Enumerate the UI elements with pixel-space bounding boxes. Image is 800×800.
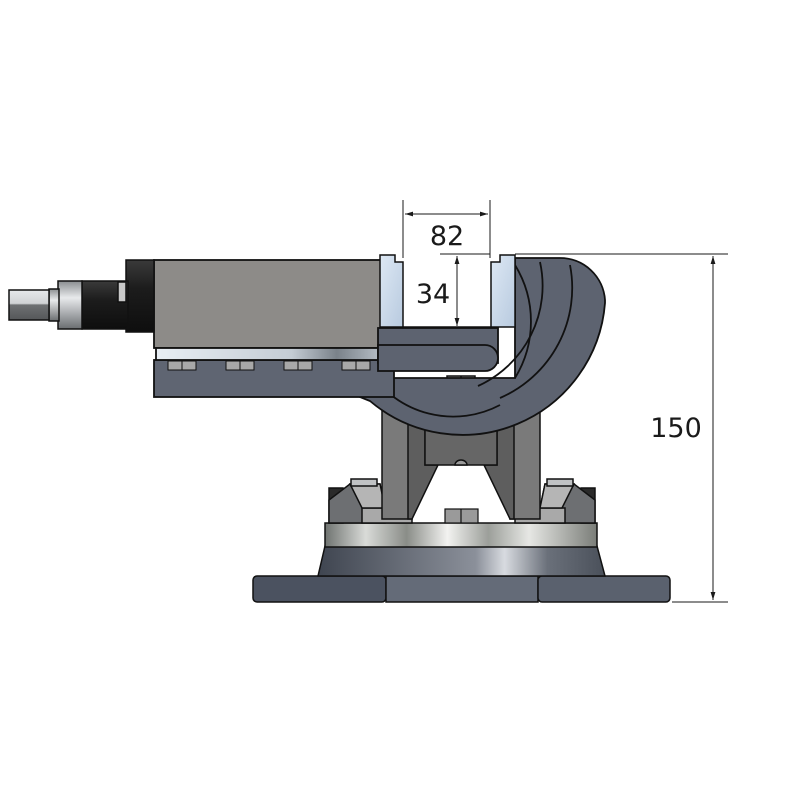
dimension-82: [402, 200, 491, 258]
base-plate: [252, 575, 671, 603]
graduated-ring: [324, 522, 598, 548]
slide-bolts: [167, 360, 371, 371]
right-clamp-block: [514, 478, 596, 524]
center-nut: [444, 508, 479, 524]
dimension-34: [440, 253, 490, 326]
spindle-assembly: [8, 259, 155, 333]
left-clamp-block: [328, 478, 413, 524]
jaw-left: [379, 254, 404, 328]
dimension-34-label: 34: [416, 279, 450, 310]
dimension-150-label: 150: [650, 413, 702, 444]
jaw-right: [490, 254, 516, 328]
dimension-82-label: 82: [430, 221, 464, 252]
swivel-base: [317, 545, 606, 577]
dimension-150: [515, 253, 728, 603]
